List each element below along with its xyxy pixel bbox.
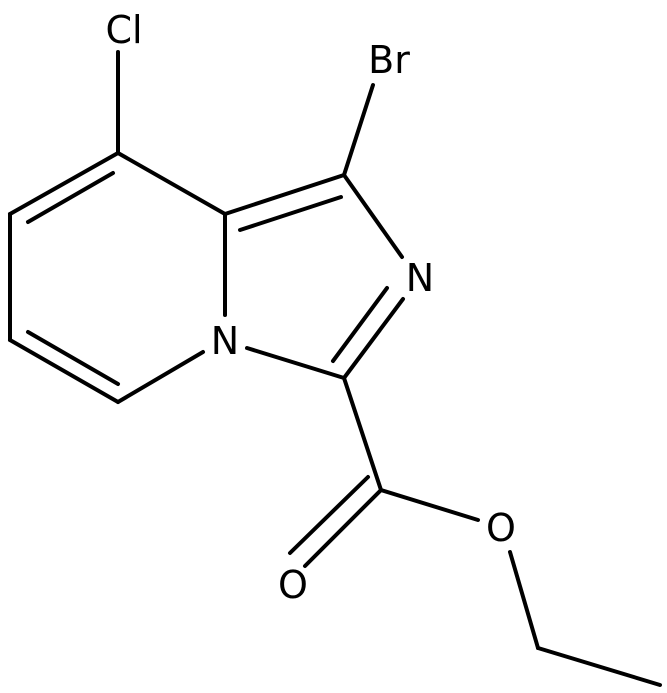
atom-label-cl: Cl [105, 8, 142, 52]
bond-c5-n4 [116, 350, 205, 404]
bond-c8-c7-double [26, 171, 115, 224]
bond-c6-c5-double [26, 330, 120, 386]
bond-c8-c7 [8, 151, 120, 216]
bond-c1-br [342, 83, 375, 177]
bond-oester-ch2 [508, 550, 540, 650]
atom-label-n-imidazole: N [406, 256, 434, 300]
bond-c1-n2 [342, 173, 404, 259]
atom-label-o-carbonyl: O [278, 563, 308, 607]
bond-carbonyl-double [288, 475, 370, 555]
bond-c8a-c8 [116, 151, 227, 216]
bond-n2-c3-double [331, 286, 389, 363]
bond-c8a-c1-double [238, 195, 343, 232]
atom-label-o-ester: O [486, 506, 516, 550]
bond-ch2-ch3 [536, 646, 662, 687]
bond-carbonyl [303, 488, 383, 568]
bond-c6-c5 [8, 338, 120, 404]
atom-label-n-bridge: N [211, 319, 239, 363]
bond-n2-c3 [342, 297, 405, 380]
bond-ccarbonyl-oester [379, 488, 480, 522]
bond-c3-ccarbonyl [342, 376, 383, 492]
atom-label-br: Br [368, 38, 410, 82]
bond-c3-n4 [245, 346, 346, 380]
bond-c8a-c1 [223, 173, 346, 216]
